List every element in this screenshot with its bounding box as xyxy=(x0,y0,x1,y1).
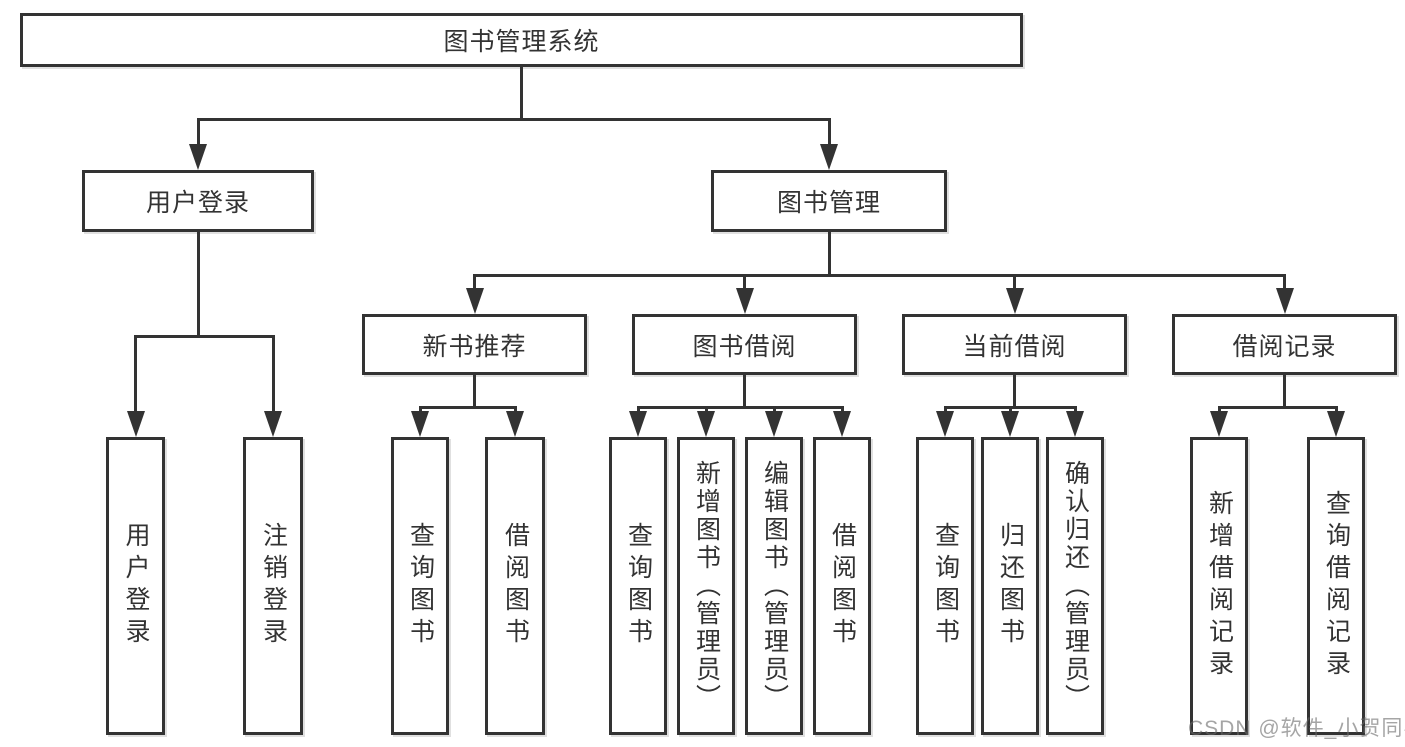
leaf-bor-edit-books-admin: 编辑图书（管理员） xyxy=(745,437,803,735)
arrowhead-rcd-query xyxy=(1327,411,1345,437)
arrowhead-leaf-logout xyxy=(264,411,282,437)
node-current-borrow: 当前借阅 xyxy=(902,314,1127,375)
connector-bookmgmt-branch xyxy=(473,274,1286,277)
leaf-rcd-query-record: 查询借阅记录 xyxy=(1307,437,1365,735)
connector-bookborrow-stem xyxy=(743,375,746,406)
node-user-login: 用户登录 xyxy=(82,170,314,232)
arrowhead-cur-confirm xyxy=(1066,411,1084,437)
leaf-rec-query-books-label: 查询图书 xyxy=(406,522,435,650)
leaf-cur-return-books: 归还图书 xyxy=(981,437,1039,735)
connector-bookborrow-branch xyxy=(636,406,844,409)
arrowhead-bor-query xyxy=(629,411,647,437)
connector-cur-child1 xyxy=(943,406,947,414)
connector-cur-child2 xyxy=(1008,406,1012,414)
connector-to-borrowrecords xyxy=(1283,274,1286,290)
node-root-label: 图书管理系统 xyxy=(443,28,600,56)
arrowhead-bookborrow xyxy=(735,288,754,314)
connector-bookmgmt-stem xyxy=(827,232,831,274)
arrowhead-bor-borrow xyxy=(833,411,851,437)
arrowhead-leaf-userlogin xyxy=(126,411,145,437)
leaf-cur-confirm-return-admin-label: 确认归还（管理员） xyxy=(1061,460,1090,712)
connector-bor-child4 xyxy=(840,406,844,414)
connector-currentborrow-stem xyxy=(1013,375,1016,406)
arrowhead-cur-return xyxy=(1001,411,1019,437)
leaf-rec-query-books: 查询图书 xyxy=(391,437,449,735)
node-new-book-rec-label: 新书推荐 xyxy=(422,332,527,361)
arrowhead-rec-borrow xyxy=(506,411,524,437)
leaf-cur-query-books: 查询图书 xyxy=(916,437,974,735)
connector-borrowrecords-stem xyxy=(1283,375,1286,406)
connector-root-stem xyxy=(520,67,523,118)
connector-bor-child2 xyxy=(704,406,708,414)
connector-to-currentborrow xyxy=(1013,274,1016,290)
arrowhead-rec-query xyxy=(411,411,429,437)
connector-rcd-child2 xyxy=(1334,406,1338,414)
leaf-logout-label: 注销登录 xyxy=(259,522,288,650)
leaf-user-login-label: 用户登录 xyxy=(122,522,150,650)
leaf-bor-edit-books-admin-label: 编辑图书（管理员） xyxy=(760,460,789,712)
arrowhead-newbookrec xyxy=(465,288,484,314)
arrowhead-bor-add xyxy=(697,411,715,437)
node-borrow-records-label: 借阅记录 xyxy=(1232,332,1337,361)
node-current-borrow-label: 当前借阅 xyxy=(962,332,1067,361)
leaf-cur-confirm-return-admin: 确认归还（管理员） xyxy=(1046,437,1104,735)
node-borrow-records: 借阅记录 xyxy=(1172,314,1397,375)
arrowhead-cur-query xyxy=(936,411,954,437)
connector-bor-child3 xyxy=(772,406,776,414)
leaf-rcd-query-record-label: 查询借阅记录 xyxy=(1322,490,1351,682)
leaf-bor-query-books-label: 查询图书 xyxy=(624,522,653,650)
connector-newbookrec-branch xyxy=(418,406,517,409)
node-book-mgmt: 图书管理 xyxy=(711,170,947,232)
leaf-bor-query-books: 查询图书 xyxy=(609,437,667,735)
leaf-cur-query-books-label: 查询图书 xyxy=(931,522,960,650)
connector-userlogin-branch xyxy=(134,335,275,338)
leaf-bor-add-books-admin: 新增图书（管理员） xyxy=(677,437,735,735)
connector-userlogin-child2 xyxy=(271,335,275,412)
leaf-bor-add-books-admin-label: 新增图书（管理员） xyxy=(692,460,721,712)
leaf-rec-borrow-books-label: 借阅图书 xyxy=(501,522,530,650)
node-root: 图书管理系统 xyxy=(20,13,1023,67)
leaf-logout: 注销登录 xyxy=(243,437,303,735)
connector-rec-child2 xyxy=(513,406,517,414)
leaf-cur-return-books-label: 归还图书 xyxy=(996,522,1025,650)
connector-rcd-child1 xyxy=(1217,406,1221,414)
connector-bor-child1 xyxy=(636,406,640,414)
connector-root-to-bookmgmt xyxy=(827,118,831,146)
connector-newbookrec-stem xyxy=(473,375,476,406)
connector-to-bookborrow xyxy=(743,274,746,290)
leaf-user-login: 用户登录 xyxy=(106,437,165,735)
arrowhead-userlogin xyxy=(189,144,207,170)
node-book-mgmt-label: 图书管理 xyxy=(776,189,881,217)
connector-root-to-userlogin xyxy=(196,118,200,146)
leaf-rcd-add-record-label: 新增借阅记录 xyxy=(1205,490,1234,682)
arrowhead-currentborrow xyxy=(1005,288,1024,314)
node-new-book-rec: 新书推荐 xyxy=(362,314,587,375)
connector-rec-child1 xyxy=(418,406,422,414)
leaf-bor-borrow-books-label: 借阅图书 xyxy=(828,522,857,650)
leaf-bor-borrow-books: 借阅图书 xyxy=(813,437,871,735)
arrowhead-borrowrecords xyxy=(1275,288,1294,314)
connector-to-newbookrec xyxy=(473,274,476,290)
arrowhead-rcd-add xyxy=(1210,411,1228,437)
connector-userlogin-child1 xyxy=(134,335,137,412)
leaf-rcd-add-record: 新增借阅记录 xyxy=(1190,437,1248,735)
connector-root-branch xyxy=(196,118,831,121)
node-book-borrow-label: 图书借阅 xyxy=(692,332,797,361)
leaf-rec-borrow-books: 借阅图书 xyxy=(485,437,545,735)
node-book-borrow: 图书借阅 xyxy=(632,314,857,375)
connector-userlogin-stem xyxy=(196,232,200,335)
csdn-watermark: CSDN @软件_小贺同学 xyxy=(1188,717,1405,740)
connector-borrowrecords-branch xyxy=(1217,406,1338,409)
arrowhead-bor-edit xyxy=(765,411,783,437)
arrowhead-bookmgmt xyxy=(820,144,838,170)
node-user-login-label: 用户登录 xyxy=(145,189,250,217)
connector-cur-child3 xyxy=(1073,406,1077,414)
